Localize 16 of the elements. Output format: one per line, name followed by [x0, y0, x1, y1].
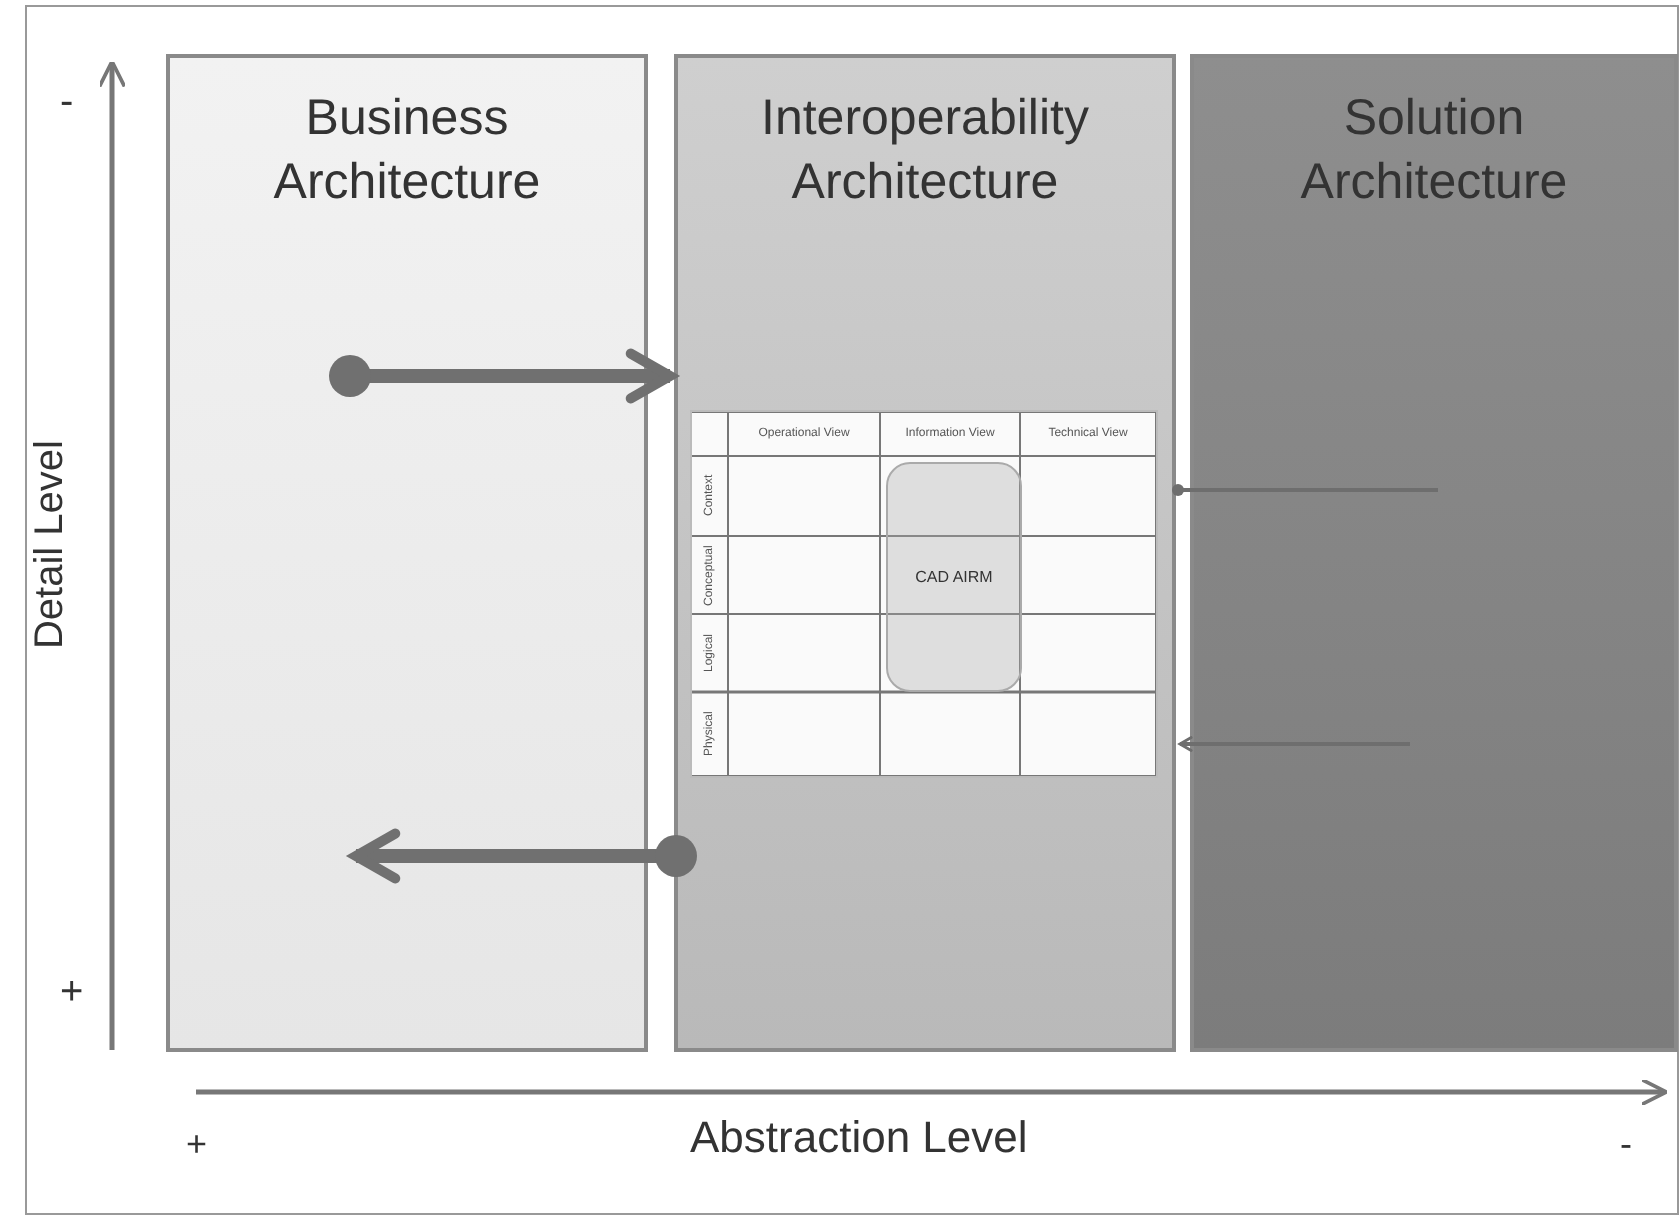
axis-title: Detail Level: [28, 440, 74, 650]
axis-sign: -: [60, 80, 74, 126]
axis-title: Abstraction Level: [690, 1112, 1028, 1164]
column-title: Solution Architecture: [1298, 88, 1570, 214]
solution-column: [1190, 54, 1678, 1052]
cad-airm-box: CAD AIRM: [886, 462, 1022, 692]
axis-sign: +: [60, 970, 84, 1016]
axis-sign: -: [1620, 1124, 1632, 1166]
arrow: [329, 348, 676, 404]
arrow: [1178, 736, 1410, 752]
arrow: [350, 828, 697, 884]
column-title: Interoperability Architecture: [759, 88, 1091, 214]
axis-sign: +: [186, 1124, 208, 1166]
column-title: Business Architecture: [271, 88, 543, 214]
business-column: [166, 54, 648, 1052]
interoperability-column: [674, 54, 1176, 1052]
